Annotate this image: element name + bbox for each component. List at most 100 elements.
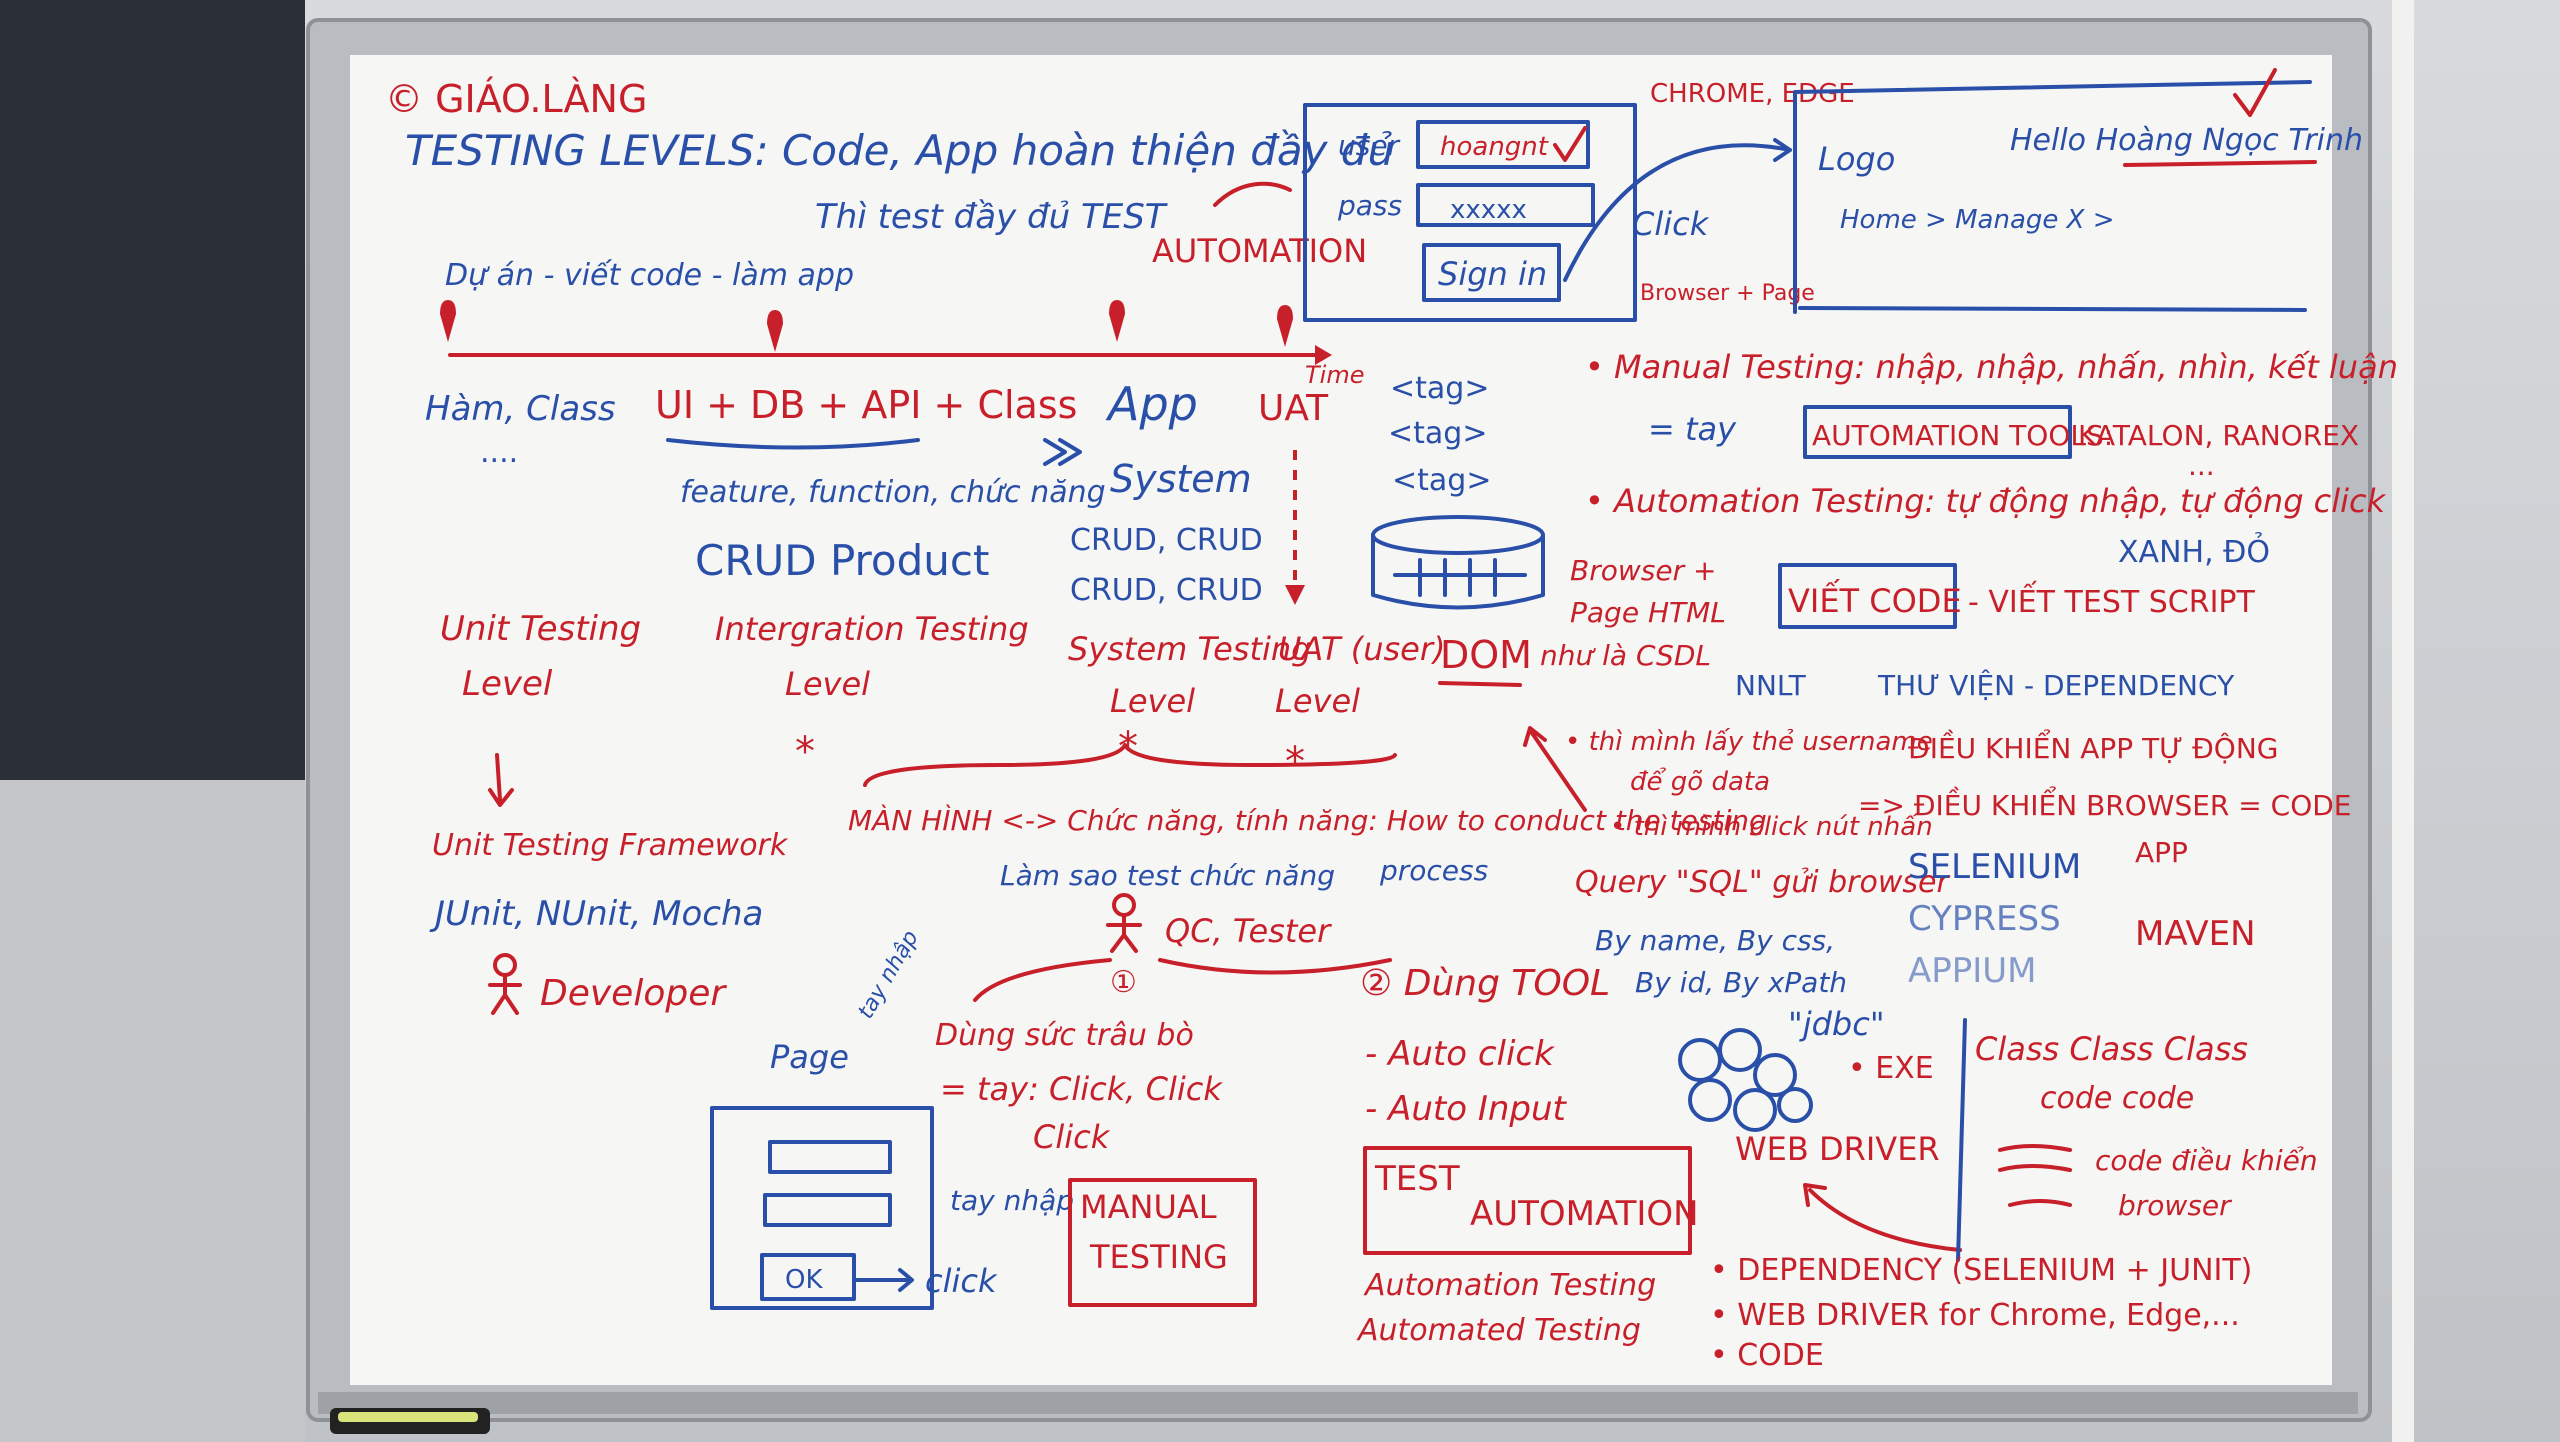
dependency-line: • DEPENDENCY (SELENIUM + JUNIT) xyxy=(1710,1253,2252,1288)
tag-2: <tag> xyxy=(1388,416,1487,451)
maven: MAVEN xyxy=(2135,914,2256,954)
appium: APPIUM xyxy=(1908,951,2037,991)
query-4: Query "SQL" gửi browser xyxy=(1575,865,1950,900)
database-icon xyxy=(1371,515,1545,610)
flower-icon xyxy=(1678,1028,1813,1132)
level-system-crud2: CRUD, CRUD xyxy=(1070,573,1263,608)
control-app: ĐIỀU KHIỂN APP TỰ ĐỘNG xyxy=(1908,728,2278,765)
level-unit-name2: Level xyxy=(462,664,553,704)
page-label: Page xyxy=(770,1038,849,1076)
signin-sketch xyxy=(1422,243,1561,302)
level-system-head: App xyxy=(1105,377,1198,431)
user-label: user xyxy=(1338,129,1401,162)
csdl-label: như là CSDL xyxy=(1540,639,1711,672)
code-control: code điều khiển xyxy=(2095,1144,2318,1177)
test-box-1: TEST xyxy=(1374,1159,1460,1199)
tag-3: <tag> xyxy=(1392,463,1491,498)
level-integration-name1: Intergration Testing xyxy=(715,610,1029,648)
query-1: • thì mình lấy thẻ username xyxy=(1565,727,1933,757)
type-note: tay nhập xyxy=(950,1184,1074,1217)
dom-label: DOM xyxy=(1440,633,1532,677)
page-sketch xyxy=(710,1106,934,1310)
test-how: Làm sao test chức năng xyxy=(1000,859,1335,892)
automation-word: AUTOMATION xyxy=(1152,232,1367,270)
library-label: THƯ VIỆN - DEPENDENCY xyxy=(1877,668,2235,702)
user-value: hoangnt xyxy=(1440,132,1549,162)
level-uat-name2: Level xyxy=(1275,682,1360,720)
breadcrumb-label: Home > Manage X > xyxy=(1840,205,2115,235)
copyright-text: © GIÁO.LÀNG xyxy=(385,77,647,121)
ok-button-sketch xyxy=(760,1253,856,1301)
tag-1: <tag> xyxy=(1390,371,1489,406)
login-window-sketch xyxy=(1303,103,1637,322)
web-driver-line: • WEB DRIVER for Chrome, Edge,... xyxy=(1710,1298,2240,1333)
query-3: • thì mình click nút nhấn xyxy=(1610,812,1933,842)
effort-label: Dùng sức trâu bò xyxy=(935,1018,1194,1053)
browser-plus: Browser + xyxy=(1570,554,1716,587)
by-line-1: By name, By css, xyxy=(1595,924,1835,957)
by-line-2: By id, By xPath xyxy=(1635,966,1847,999)
manual-click: click xyxy=(925,1262,998,1300)
qc-label: QC, Tester xyxy=(1165,912,1332,950)
level-unit-dots: .... xyxy=(480,435,518,470)
whiteboard-surface xyxy=(350,55,2332,1385)
level-system-crud1: CRUD, CRUD xyxy=(1070,523,1263,558)
screen-line: MÀN HÌNH <-> Chức năng, tính năng: How t… xyxy=(848,803,1767,837)
green-red: XANH, ĐỎ xyxy=(2118,530,2270,570)
level-uat-name1: UAT (user) xyxy=(1278,630,1445,668)
auto-click: - Auto click xyxy=(1365,1034,1555,1074)
unit-tools: JUnit, NUnit, Mocha xyxy=(429,894,763,934)
test-script: - VIẾT TEST SCRIPT xyxy=(1968,581,2256,620)
developer-label: Developer xyxy=(540,973,727,1014)
process-label: process xyxy=(1379,854,1488,887)
timeline-caption: Dự án - viết code - làm app xyxy=(445,258,854,293)
developer-stick-icon xyxy=(488,953,522,1015)
browser-page-label: Browser + Page xyxy=(1640,281,1815,306)
automation-testing-line: • Automation Testing: tự động nhập, tự đ… xyxy=(1585,482,2387,520)
browsers-label: CHROME, EDGE xyxy=(1650,79,1855,109)
title-text: TESTING LEVELS: Code, App hoàn thiện đầy… xyxy=(405,126,1394,175)
browser-word: browser xyxy=(2118,1189,2232,1222)
branch2: ② Dùng TOOL xyxy=(1360,963,1610,1004)
time-label: Time xyxy=(1305,361,1364,389)
auto-input: - Auto Input xyxy=(1365,1089,1568,1129)
pass-value: xxxxx xyxy=(1450,195,1527,225)
manual-testing-box xyxy=(1068,1178,1257,1307)
unit-framework: Unit Testing Framework xyxy=(432,828,789,863)
tools-more: ... xyxy=(2188,449,2215,482)
level-uat-head: UAT xyxy=(1258,388,1329,429)
timeline-markers xyxy=(440,300,1293,352)
level-system-name1: System Testing xyxy=(1068,630,1311,668)
viet-code: VIẾT CODE xyxy=(1788,579,1962,620)
code-line: code code xyxy=(2040,1081,2194,1116)
selenium: SELENIUM xyxy=(1908,847,2081,887)
class-line: Class Class Class xyxy=(1975,1030,2248,1068)
eq-tay: = tay xyxy=(1648,410,1737,448)
wall-pipe xyxy=(2392,0,2414,1442)
level-system-detail: System xyxy=(1110,457,1252,501)
level-integration-name2: Level xyxy=(785,665,870,703)
test-automation-box xyxy=(1363,1146,1692,1255)
user-field-sketch xyxy=(1416,120,1590,169)
level-unit-head: Hàm, Class xyxy=(425,389,616,429)
test-box-2: AUTOMATION xyxy=(1470,1194,1699,1234)
level-unit-name1: Unit Testing xyxy=(440,609,641,649)
app-label: APP xyxy=(2135,836,2188,869)
nnlt: NNLT xyxy=(1735,669,1807,702)
tools-list: KATALON, RANOREX xyxy=(2078,419,2359,452)
cypress: CYPRESS xyxy=(1908,899,2061,939)
auto-testing-line2: Automated Testing xyxy=(1356,1313,1641,1348)
hand-click: = tay: Click, Click xyxy=(940,1070,1223,1108)
click-2: Click xyxy=(1033,1118,1111,1156)
manual-testing-line: • Manual Testing: nhập, nhập, nhấn, nhìn… xyxy=(1585,348,2398,386)
query-2: để gõ data xyxy=(1630,766,1770,797)
pass-field-sketch xyxy=(1416,183,1595,227)
automation-tools-label: AUTOMATION TOOLS: xyxy=(1812,419,2113,452)
click-label: Click xyxy=(1632,205,1710,243)
level-integration-head: UI + DB + API + Class xyxy=(655,383,1077,427)
manual-box-2: TESTING xyxy=(1089,1238,1228,1276)
level-integration-crud: CRUD Product xyxy=(695,536,989,585)
level-uat-star: * xyxy=(1285,739,1305,785)
web-driver: WEB DRIVER xyxy=(1735,1130,1940,1168)
